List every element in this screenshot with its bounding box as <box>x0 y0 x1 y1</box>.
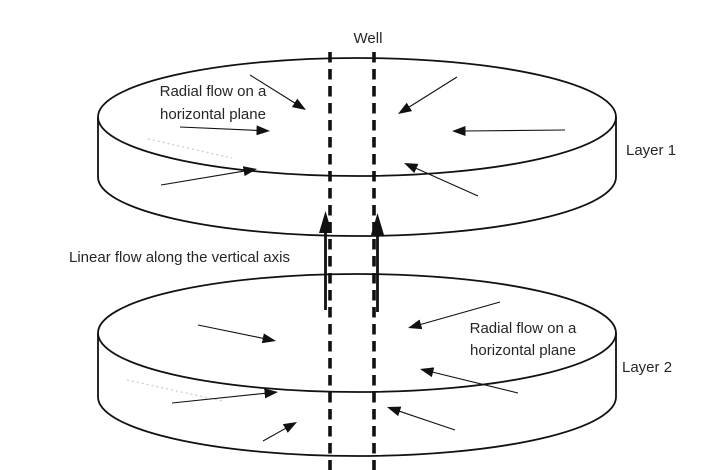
layer1-annotation-line1: Radial flow on a <box>159 83 267 100</box>
ghost-line <box>126 379 223 402</box>
layer1-annotation: Radial flow on a horizontal plane <box>143 80 283 126</box>
radial-flow-arrow <box>407 301 501 330</box>
radial-flow-arrow <box>249 74 307 110</box>
well-label: Well <box>353 30 383 47</box>
layer1-label: Layer 1 <box>626 142 677 159</box>
radial-flow-arrow <box>404 163 479 197</box>
layer2-annotation: Radial flow on a horizontal plane <box>453 318 593 362</box>
radial-flow-arrow <box>419 367 519 394</box>
layer2-annotation-line1: Radial flow on a <box>469 320 577 337</box>
layer2-radial-arrows <box>171 301 519 442</box>
layer1-disk <box>97 57 617 237</box>
radial-flow-arrow <box>197 324 277 344</box>
radial-flow-arrow <box>452 125 566 136</box>
radial-flow-arrow <box>262 421 298 442</box>
layer1-radial-arrows <box>160 74 566 197</box>
radial-flow-arrow <box>179 125 270 136</box>
radial-flow-arrow <box>160 166 258 186</box>
layer1-annotation-line2: horizontal plane <box>160 106 266 123</box>
layer2-annotation-line2: horizontal plane <box>470 342 576 359</box>
radial-flow-arrow <box>397 76 458 115</box>
linear-flow-label: Linear flow along the vertical axis <box>69 249 290 266</box>
ghost-line <box>147 138 233 159</box>
radial-flow-arrow <box>171 388 279 404</box>
layer2-bottom-arc <box>97 396 617 457</box>
layer2-disk <box>97 273 617 457</box>
radial-flow-arrow <box>386 406 456 431</box>
layer2-label: Layer 2 <box>622 359 673 376</box>
layer1-bottom-arc <box>97 176 617 237</box>
